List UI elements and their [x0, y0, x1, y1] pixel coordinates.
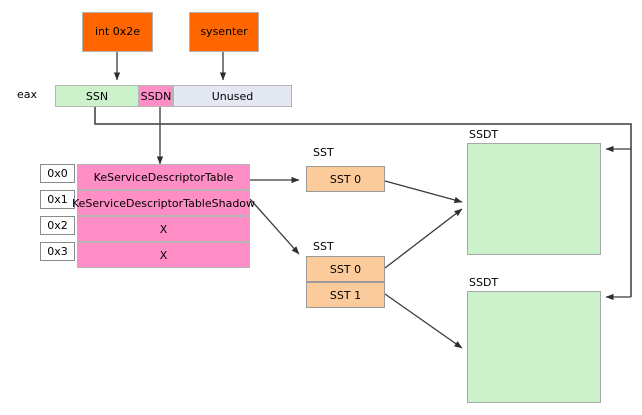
register-segment-ssdn: SSDN: [139, 85, 173, 107]
sst-table-1-entry-0[interactable]: SST 0: [306, 166, 385, 192]
trigger-int-0x2e[interactable]: int 0x2e: [82, 12, 153, 52]
descriptor-index-0: 0x0: [40, 164, 75, 183]
sst-table-2-caption: SST: [313, 240, 334, 253]
ssdt-table-bottom[interactable]: [467, 291, 601, 403]
register-label-eax: eax: [17, 88, 38, 101]
descriptor-index-3: 0x3: [40, 242, 75, 261]
register-segment-unused: Unused: [173, 85, 292, 107]
ssdt-top-caption: SSDT: [469, 128, 499, 141]
ssdt-bottom-caption: SSDT: [469, 276, 499, 289]
wire-sst2row1-to-ssdt-bottom: [384, 293, 463, 349]
wire-sst1-to-ssdt-top: [384, 180, 463, 204]
trigger-sysenter[interactable]: sysenter: [189, 12, 259, 52]
wire-sst2row0-to-ssdt-top: [384, 208, 463, 269]
descriptor-row-kedt[interactable]: KeServiceDescriptorTable: [77, 164, 250, 190]
ssdt-table-top[interactable]: [467, 143, 601, 255]
sst-table-1-caption: SST: [313, 146, 334, 159]
descriptor-index-1: 0x1: [40, 190, 75, 209]
descriptor-row-x-1[interactable]: X: [77, 216, 250, 242]
descriptor-row-kedt-shadow[interactable]: KeServiceDescriptorTableShadow: [72, 190, 255, 216]
sst-table-2-entry-0[interactable]: SST 0: [306, 256, 385, 282]
descriptor-row-x-2[interactable]: X: [77, 242, 250, 268]
descriptor-index-2: 0x2: [40, 216, 75, 235]
register-segment-ssn: SSN: [55, 85, 139, 107]
sst-table-2-entry-1[interactable]: SST 1: [306, 282, 385, 308]
wire-kedtshadow-to-sst2: [249, 198, 300, 255]
